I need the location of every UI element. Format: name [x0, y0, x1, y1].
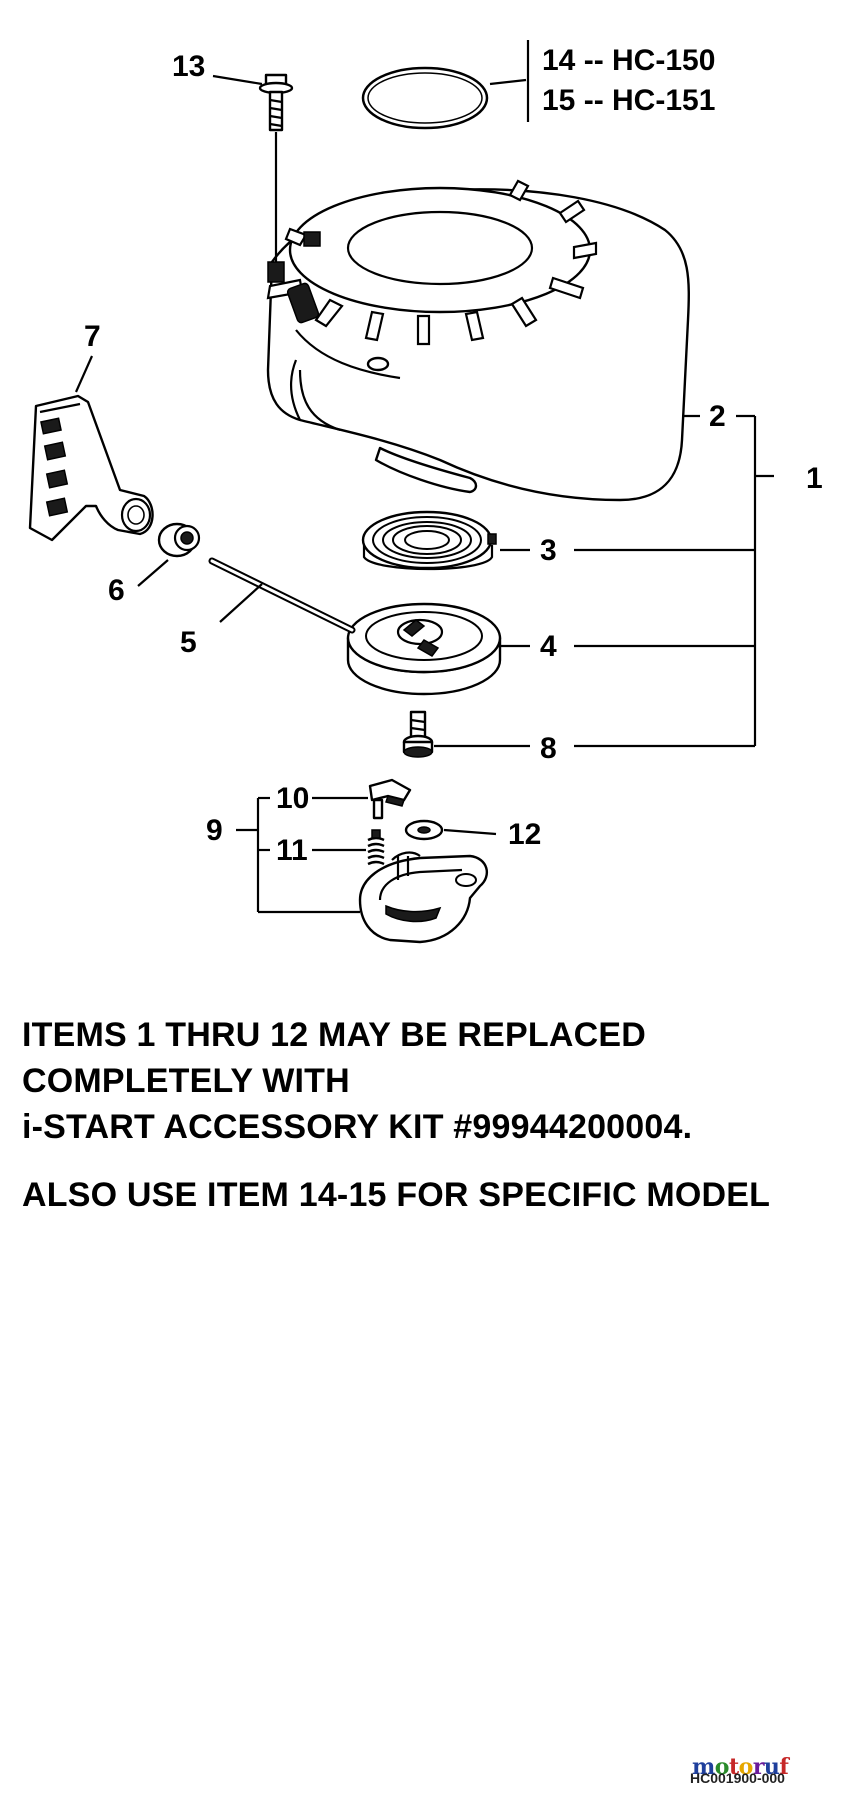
logo-letter: o — [714, 1754, 730, 1780]
logo-letter: o — [738, 1754, 754, 1780]
callout-13: 13 — [172, 50, 205, 83]
logo-letter: r — [752, 1754, 765, 1780]
note-line-4: ALSO USE ITEM 14-15 FOR SPECIFIC MODEL — [22, 1176, 771, 1214]
note-line-1: ITEMS 1 THRU 12 MAY BE REPLACED — [22, 1016, 646, 1054]
callout-11: 11 — [276, 834, 308, 867]
model-ref-14: 14 -- HC-150 — [542, 44, 715, 77]
ratchet-cup-part-9 — [358, 851, 489, 944]
callout-4: 4 — [540, 630, 557, 663]
callout-5: 5 — [180, 626, 197, 659]
callout-3: 3 — [540, 534, 557, 567]
callout-7: 7 — [84, 320, 101, 353]
callout-10: 10 — [276, 782, 309, 815]
knob-part-6 — [157, 522, 201, 558]
callout-12: 12 — [508, 818, 541, 851]
callout-2: 2 — [709, 400, 726, 433]
screw-part-8 — [402, 710, 434, 758]
watermark-logo: motoruf — [692, 1754, 789, 1780]
drawing-code: HC001900-000 — [690, 1770, 785, 1786]
callout-1: 1 — [806, 462, 823, 495]
note-line-3: i-START ACCESSORY KIT #99944200004. — [22, 1108, 693, 1146]
replacement-note: ITEMS 1 THRU 12 MAY BE REPLACED COMPLETE… — [22, 1012, 692, 1150]
starter-housing-part-2 — [266, 179, 690, 502]
exploded-parts-diagram: 13 14 -- HC-150 15 -- HC-151 7 2 1 3 6 5… — [28, 40, 823, 944]
note-line-2: COMPLETELY WITH — [22, 1062, 350, 1100]
starter-handle-part-7 — [28, 394, 154, 542]
starter-rope-part-5 — [208, 557, 356, 634]
callout-8: 8 — [540, 732, 557, 765]
callout-6: 6 — [108, 574, 125, 607]
small-spring-part-11 — [367, 829, 385, 866]
bolt-part-13 — [258, 73, 294, 132]
gasket-ring-part — [361, 66, 489, 130]
logo-letter: t — [728, 1754, 739, 1780]
logo-letter: m — [692, 1754, 715, 1780]
model-ref-15: 15 -- HC-151 — [542, 84, 715, 117]
leader-lines — [74, 40, 774, 914]
logo-letter: f — [779, 1754, 789, 1780]
rope-reel-part-4 — [346, 602, 502, 696]
ratchet-pawl-part-10 — [368, 778, 412, 820]
washer-part-12 — [404, 819, 444, 841]
model-note: ALSO USE ITEM 14-15 FOR SPECIFIC MODEL — [22, 1172, 770, 1218]
callout-9: 9 — [206, 814, 223, 847]
recoil-spring-part-3 — [361, 510, 497, 571]
logo-letter: u — [763, 1754, 780, 1780]
